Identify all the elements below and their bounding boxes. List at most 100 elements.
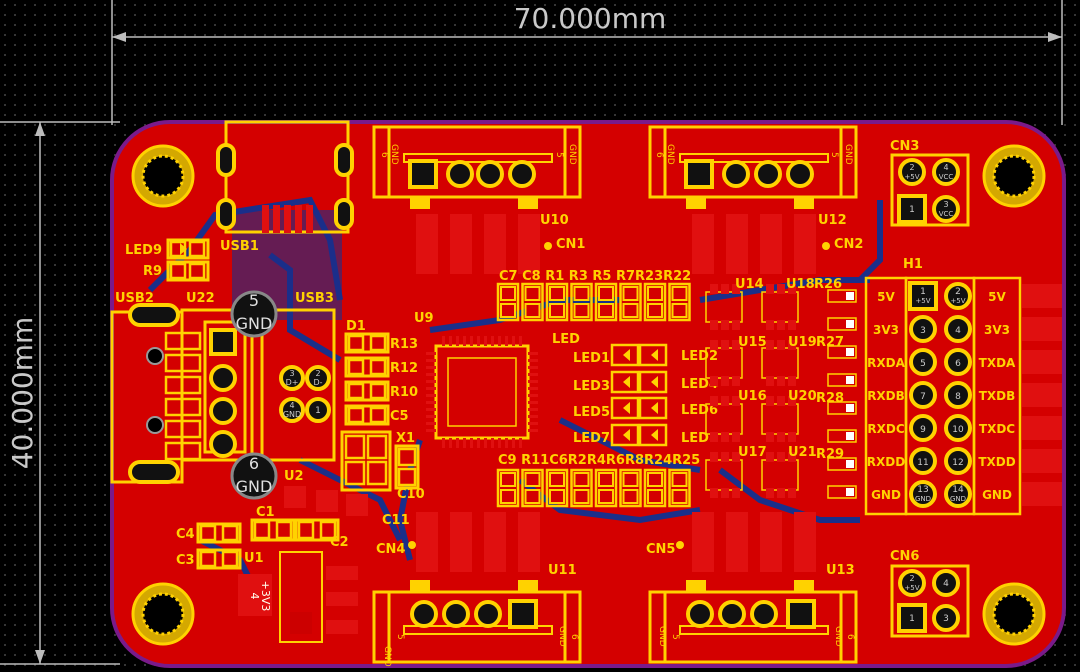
u9-pin: [528, 394, 538, 397]
c1-c2-caps[interactable]: [250, 518, 340, 542]
passive-pad: [622, 286, 639, 301]
h1-right-signal-label: TXDA: [979, 356, 1016, 370]
top-passive-row[interactable]: [496, 282, 691, 322]
u9-pin: [528, 415, 538, 418]
u9-pin: [470, 336, 473, 346]
led-outline: [638, 343, 668, 367]
led-outline: [610, 370, 640, 394]
u9-pin: [449, 438, 452, 448]
level-shifter-pin: [710, 396, 718, 406]
u9-pin: [484, 336, 487, 346]
passive-pad: [524, 489, 541, 504]
passive-pad: [573, 303, 590, 318]
height-dimension: [0, 121, 120, 665]
u9-pin: [426, 366, 436, 369]
led-pad: [626, 348, 636, 362]
level-shifter-pin: [732, 452, 740, 462]
level-shifter-pin: [721, 432, 729, 442]
level-shifter-pin: [766, 376, 774, 386]
u9-pin: [528, 366, 538, 369]
u2-footprint[interactable]: [284, 486, 368, 516]
u9-label: U9: [414, 311, 434, 326]
h1-pin: [909, 447, 937, 475]
cn5-connector[interactable]: [648, 512, 858, 664]
level-shifter-pin: [721, 284, 729, 294]
bottom-passive-row[interactable]: [496, 468, 691, 508]
level-shifter-pin: [732, 376, 740, 386]
c3-c4-caps[interactable]: [196, 522, 242, 570]
c10-footprint[interactable]: [394, 444, 420, 490]
level-shifter-pin: [732, 488, 740, 498]
r13-label: R13: [390, 337, 418, 352]
h1-left-signal-label: RXDB: [867, 389, 905, 403]
passive-outline: [668, 282, 691, 322]
level-shifter-array[interactable]: [705, 284, 857, 499]
passive-outline: [545, 282, 569, 322]
usb2-footprint[interactable]: [110, 303, 202, 484]
led-pad: [614, 401, 624, 415]
u13-label: U13: [826, 563, 855, 578]
cn2-pin-6: 6: [654, 152, 664, 158]
c11-label: C11: [382, 513, 410, 528]
cn3-header[interactable]: [890, 153, 970, 227]
h1-pin: [909, 414, 937, 442]
usb3-footprint[interactable]: [230, 290, 336, 500]
passive-outline: [496, 468, 520, 508]
level-shifter-pin: [732, 320, 740, 330]
level-shifter-pin: [777, 340, 785, 350]
cn6-pin4-number: 4: [943, 579, 949, 589]
usb1-footprint[interactable]: [216, 120, 354, 234]
passive-pad: [598, 489, 614, 504]
h1-edge-pad: [1022, 383, 1062, 407]
usb3-label: USB3: [295, 291, 334, 306]
led-pad: [642, 428, 652, 442]
cn6-header[interactable]: [890, 564, 970, 638]
led5-label: LED5: [573, 405, 610, 420]
level-shifter-pin: [777, 452, 785, 462]
passive-outline: [570, 282, 593, 322]
u1-regulator[interactable]: [238, 551, 358, 643]
x1-footprint[interactable]: [340, 430, 392, 492]
level-shifter-pin: [788, 376, 796, 386]
u9-pin: [426, 401, 436, 404]
u9-pin: [449, 336, 452, 346]
u10-label: U10: [540, 213, 569, 228]
level-shifter-pin: [721, 320, 729, 330]
level-shifter-pin: [777, 284, 785, 294]
u9-mcu-footprint[interactable]: [426, 336, 538, 448]
cn3-pin1-number: 1: [909, 205, 915, 215]
level-shifter-pin: [766, 284, 774, 294]
r9-footprint[interactable]: [166, 260, 210, 282]
mounting-hole-top-right: [982, 144, 1046, 208]
usb3-pin3-number: 3: [289, 369, 294, 378]
led9-footprint[interactable]: [166, 238, 210, 260]
cn2-connector[interactable]: [648, 125, 858, 274]
u9-pin: [442, 438, 445, 448]
h1-pin-net: GND: [915, 495, 931, 503]
led-polarity-mark: [651, 402, 658, 414]
h1-pin-number: 7: [920, 392, 926, 402]
u9-pin: [477, 438, 480, 448]
level-shifter-pin: [788, 432, 796, 442]
h1-pin: [944, 315, 972, 343]
cn4-connector[interactable]: [372, 512, 582, 664]
h1-pin: [909, 348, 937, 376]
level-shifter-pin: [777, 320, 785, 330]
r28-label: R28: [816, 391, 844, 406]
passive-column-left[interactable]: [344, 332, 390, 426]
u22-footprint[interactable]: [180, 308, 254, 462]
u9-pin: [456, 336, 459, 346]
mounting-hole-bottom-right: [982, 582, 1046, 646]
h1-pin: [944, 414, 972, 442]
top-passive-row-label: C7 C8 R1 R3 R5 R7R23R22: [499, 269, 691, 284]
passive-outline: [619, 282, 642, 322]
c1-label: C1: [256, 505, 275, 520]
passive-pad: [500, 286, 516, 301]
mounting-hole-bottom-left: [131, 582, 195, 646]
cn1-connector[interactable]: [372, 125, 582, 274]
status-led-array[interactable]: [610, 343, 668, 447]
c4-label: C4: [176, 527, 195, 542]
